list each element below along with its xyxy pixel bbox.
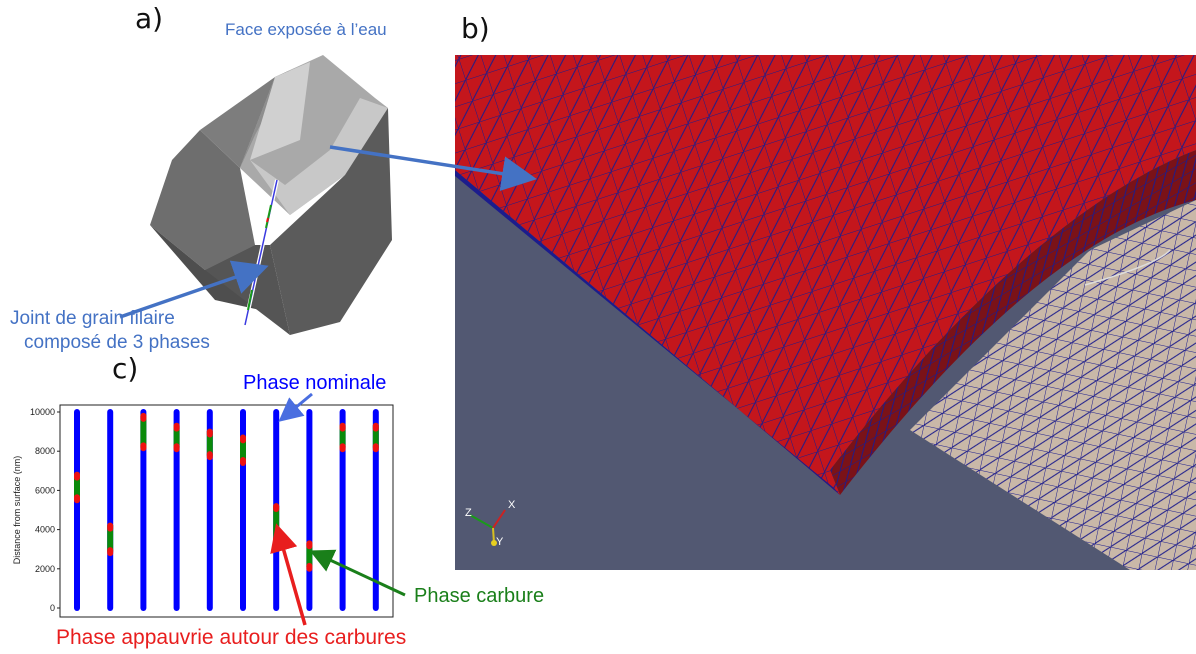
joint-arrow [119,260,269,319]
nominal-arrow [278,392,313,422]
phase-appauvrie-label: Phase appauvrie autour des carbures [56,626,407,649]
y-tick-label: 0 [50,603,55,613]
axis-y-label: Y [496,536,504,548]
mesh-viewport: Z X Y [455,55,1196,570]
phase-carbure-label: Phase carbure [414,585,545,607]
tan-mesh-surface [910,200,1196,570]
panel-label-b: b) [461,12,490,45]
face-annotation: Face exposée à l’eau [225,20,387,39]
joint-annotation-line1: Joint de grain filaire [10,308,175,329]
panel-label-c: c) [112,352,139,385]
y-tick-label: 4000 [35,525,55,535]
chart-frame [59,404,394,618]
panel-label-a: a) [135,2,164,35]
joint-annotation-line2: composé de 3 phases [24,332,210,353]
face-arrow [329,145,537,192]
grain-polyhedron [150,55,392,335]
orientation-axes: Z X Y [465,499,516,548]
phase-chart: Distance from surface (nm) 0 2000 4000 6000… [12,404,394,618]
chart-ylabel: Distance from surface (nm) [12,456,22,565]
depleted-arrow [270,523,307,626]
axis-x-label: X [508,499,516,511]
axis-z-label: Z [465,507,472,519]
y-tick-label: 10000 [30,407,55,417]
shell-side-face [830,150,1196,495]
y-tick-label: 6000 [35,485,55,495]
y-tick-label: 2000 [35,564,55,574]
y-tick-label: 8000 [35,446,55,456]
red-mesh-surface [455,55,1196,495]
phase-nominale-label: Phase nominale [243,372,387,394]
carbide-arrow [309,549,406,597]
